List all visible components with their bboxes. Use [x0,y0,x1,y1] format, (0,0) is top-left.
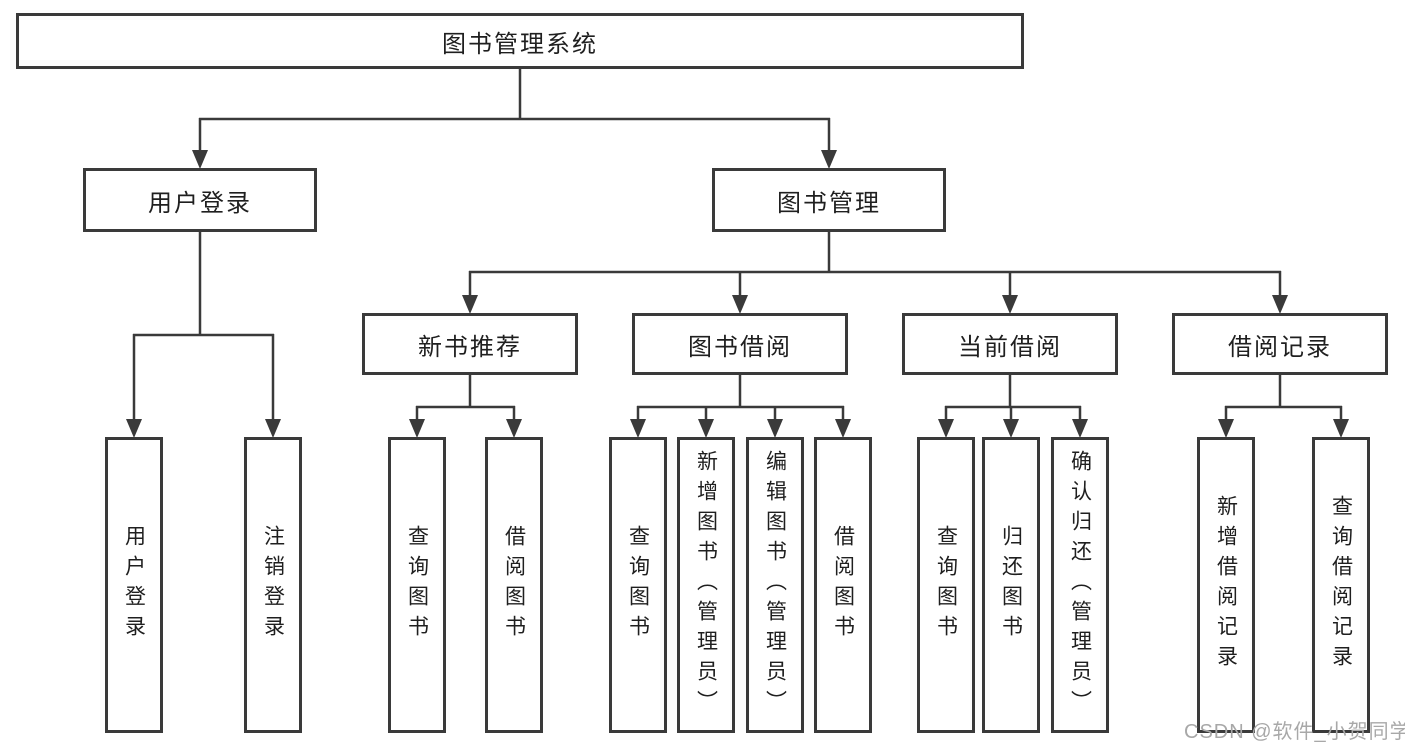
node-book-borrow: 图书借阅 [632,313,848,375]
node-book-management: 图书管理 [712,168,946,232]
leaf-label: 注销登录 [261,525,285,645]
leaf-label: 新增图书（管理员） [694,450,718,720]
node-user-login: 用户登录 [83,168,317,232]
node-leaf-add-borrow-record: 新增借阅记录 [1197,437,1255,733]
leaf-label: 确认归还（管理员） [1068,450,1092,720]
node-leaf-confirm-return-admin: 确认归还（管理员） [1051,437,1109,733]
node-new-book-recommend: 新书推荐 [362,313,578,375]
node-root: 图书管理系统 [16,13,1024,69]
node-leaf-return-books: 归还图书 [982,437,1040,733]
node-borrow-record: 借阅记录 [1172,313,1388,375]
node-leaf-query-books-recommend: 查询图书 [388,437,446,733]
leaf-label: 借阅图书 [831,525,855,645]
node-leaf-login: 用户登录 [105,437,163,733]
leaf-label: 查询图书 [934,525,958,645]
leaf-label: 编辑图书（管理员） [763,450,787,720]
node-leaf-borrow-books: 借阅图书 [814,437,872,733]
node-leaf-query-books-current: 查询图书 [917,437,975,733]
leaf-label: 查询图书 [626,525,650,645]
node-leaf-edit-books-admin: 编辑图书（管理员） [746,437,804,733]
node-leaf-query-borrow-record: 查询借阅记录 [1312,437,1370,733]
leaf-label: 新增借阅记录 [1214,495,1238,675]
leaf-label: 查询借阅记录 [1329,495,1353,675]
node-leaf-logout: 注销登录 [244,437,302,733]
node-leaf-add-books-admin: 新增图书（管理员） [677,437,735,733]
node-current-borrow: 当前借阅 [902,313,1118,375]
leaf-label: 用户登录 [122,525,146,645]
leaf-label: 归还图书 [999,525,1023,645]
node-leaf-borrow-books-recommend: 借阅图书 [485,437,543,733]
csdn-watermark: CSDN @软件_小贺同学 [1184,721,1405,743]
leaf-label: 查询图书 [405,525,429,645]
leaf-label: 借阅图书 [502,525,526,645]
node-leaf-query-books-borrow: 查询图书 [609,437,667,733]
